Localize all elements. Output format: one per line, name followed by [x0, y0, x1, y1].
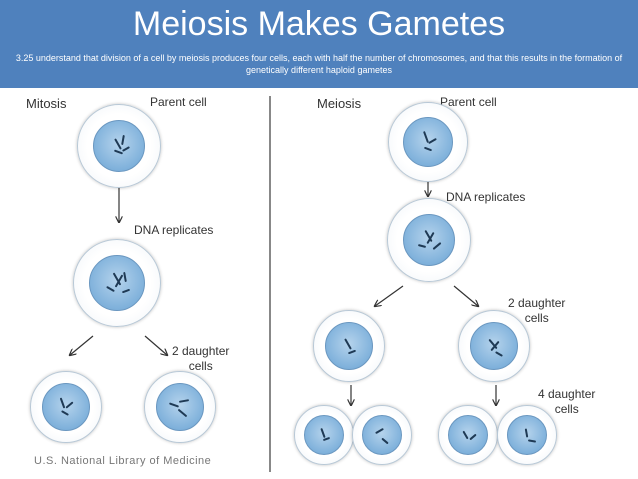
nucleus [470, 322, 518, 370]
daughters4-label-line1: 4 daughter [538, 387, 596, 401]
nucleus [448, 415, 488, 455]
image-credit: U.S. National Library of Medicine [34, 455, 212, 467]
meiosis-replicated-cell [387, 198, 471, 282]
meiosis-daughter-cell-left [313, 310, 385, 382]
chromosome [428, 137, 437, 145]
title-banner: Meiosis Makes Gametes 3.25 understand th… [0, 0, 638, 88]
mitosis-replicated-cell [73, 239, 161, 327]
daughters-label-line2: cells [188, 359, 213, 373]
meiosis-4daughters-label: 4 daughter cells [538, 387, 595, 417]
meiosis-gamete-3 [438, 405, 498, 465]
chromosome [524, 428, 529, 438]
chromosome [462, 430, 469, 440]
chromosome [322, 436, 331, 442]
chromosome [123, 271, 127, 283]
nucleus [403, 214, 455, 266]
chromosome [432, 242, 442, 250]
chromosome [495, 351, 503, 357]
mitosis-arrow-right [144, 335, 167, 355]
daughters-label-line1: 2 daughter [172, 344, 230, 358]
chromosome [121, 134, 125, 146]
chromosome [527, 439, 537, 443]
mitosis-parent-cell [77, 104, 161, 188]
daughters2-label-line1: 2 daughter [508, 296, 566, 310]
slide-title: Meiosis Makes Gametes [132, 5, 506, 43]
chromosome [177, 408, 188, 418]
meiosis-daughter-cell-right [458, 310, 530, 382]
nucleus [304, 415, 344, 455]
nucleus [362, 415, 402, 455]
meiosis-arrow-right [453, 285, 478, 306]
chromosome [469, 433, 477, 441]
nucleus [93, 120, 145, 172]
meiosis-parent-label: Parent cell [440, 95, 497, 109]
chromosome [347, 349, 357, 355]
mitosis-arrow-left [70, 335, 94, 355]
meiosis-gamete-2 [352, 405, 412, 465]
meiosis-gamete-4 [497, 405, 557, 465]
meiosis-parent-cell [388, 102, 468, 182]
meiosis-replicate-label: DNA replicates [446, 190, 526, 204]
chromosome [417, 243, 427, 249]
nucleus [42, 383, 90, 431]
mitosis-replicate-label: DNA replicates [134, 223, 214, 237]
nucleus [507, 415, 547, 455]
mitosis-daughters-label: 2 daughter cells [172, 344, 229, 374]
daughters2-label-line2: cells [524, 311, 549, 325]
mitosis-daughter-cell-right [144, 371, 216, 443]
meiosis-arrow-left [375, 285, 404, 306]
chromosome [423, 146, 433, 152]
chromosome [375, 427, 384, 435]
slide-subtitle: 3.25 understand that division of a cell … [15, 53, 623, 75]
meiosis-panel-label: Meiosis [317, 96, 362, 111]
nucleus [89, 255, 145, 311]
chromosome [106, 285, 115, 293]
daughters4-label-line2: cells [554, 402, 579, 416]
nucleus [403, 117, 453, 167]
chromosome [61, 410, 69, 416]
meiosis-2daughters-label: 2 daughter cells [508, 296, 565, 326]
panel-divider [269, 96, 271, 472]
chromosome [381, 437, 389, 445]
chromosome [121, 288, 131, 294]
chromosome [344, 338, 352, 350]
chromosome [122, 146, 130, 152]
mitosis-parent-label: Parent cell [150, 95, 207, 109]
mitosis-panel-label: Mitosis [26, 96, 67, 111]
chromosome [65, 401, 74, 409]
nucleus [156, 383, 204, 431]
chromosome [320, 427, 326, 439]
chromosome [168, 402, 180, 408]
mitosis-daughter-cell-left [30, 371, 102, 443]
chromosome [178, 399, 190, 403]
meiosis-gamete-1 [294, 405, 354, 465]
nucleus [325, 322, 373, 370]
